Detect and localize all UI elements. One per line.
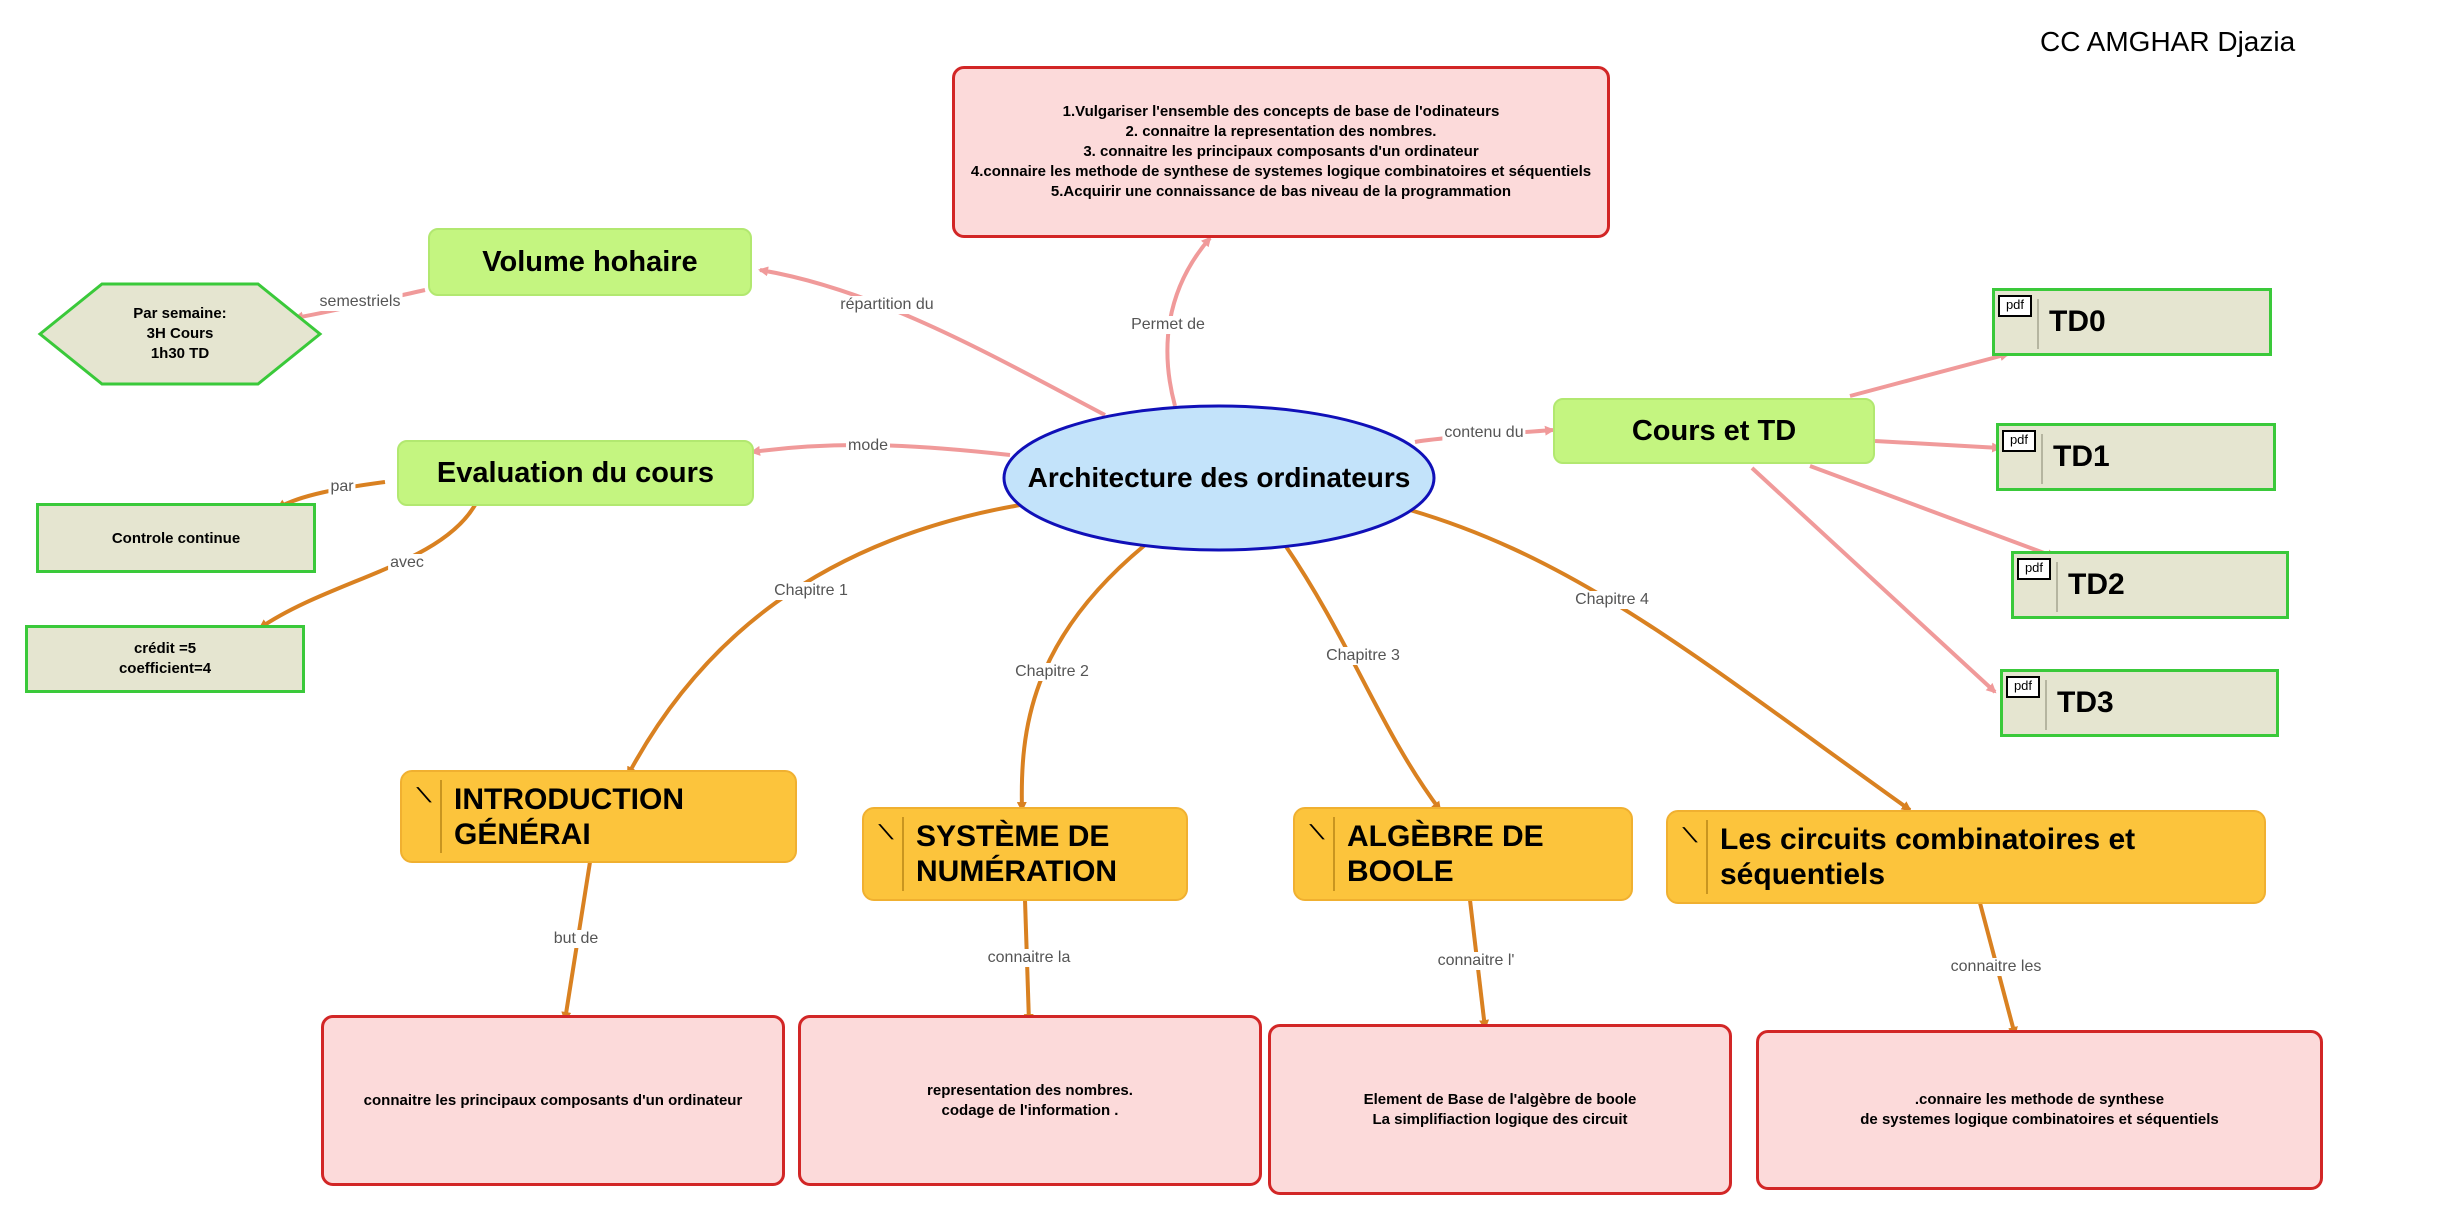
link-ch2 — [1016, 543, 1147, 812]
evaluation-node[interactable]: Evaluation du cours — [397, 440, 754, 506]
volume-detail-shape — [37, 282, 323, 386]
link-td0 — [1849, 351, 2010, 398]
td-separator — [2037, 299, 2039, 349]
link-label-ch4: Chapitre 4 — [1573, 591, 1651, 609]
link-avec — [258, 503, 477, 630]
center-node-label: Architecture des ordinateurs — [1027, 462, 1411, 493]
td1-node[interactable]: pdf TD1 — [1996, 423, 2276, 491]
chapter-separator — [440, 780, 442, 853]
chapter-2-detail-node[interactable]: representation des nombres. codage de l'… — [798, 1015, 1262, 1186]
link-label-permet: Permet de — [1129, 316, 1207, 334]
td-separator — [2045, 680, 2047, 730]
hourglass-icon: ⟍ — [417, 785, 431, 807]
link-label-ch1: Chapitre 1 — [772, 582, 850, 600]
td1-label: TD1 — [2053, 440, 2110, 473]
objectives-node[interactable]: 1.Vulgariser l'ensemble des concepts de … — [952, 66, 1610, 238]
evaluation-type-node[interactable]: Controle continue — [36, 503, 316, 573]
link-label-avec: avec — [388, 554, 426, 572]
link-label-contenu: contenu du — [1442, 424, 1526, 442]
pdf-icon: pdf — [2002, 430, 2036, 452]
volume-detail-node[interactable]: Par semaine: 3H Cours 1h30 TD — [133, 305, 227, 362]
chapter-2-title: SYSTÈME DE NUMÉRATION — [916, 820, 1118, 888]
link-td2 — [1809, 464, 2057, 559]
chapter-separator — [1706, 820, 1708, 894]
hourglass-icon: ⟍ — [1310, 822, 1324, 844]
td-separator — [2056, 562, 2058, 612]
link-label-connaitre-l: connaitre l' — [1435, 952, 1517, 970]
link-label-par: par — [328, 478, 356, 496]
evaluation-credits-node[interactable]: crédit =5 coefficient=4 — [25, 625, 305, 693]
td0-node[interactable]: pdf TD0 — [1992, 288, 2272, 356]
link-label-repartition: répartition du — [838, 296, 936, 314]
link-td1 — [1874, 439, 2002, 453]
link-ch1 — [626, 503, 1021, 777]
chapter-4-node[interactable]: ⟍ Les circuits combinatoires et séquenti… — [1666, 810, 2266, 904]
author-label: CC AMGHAR Djazia — [2040, 26, 2296, 57]
chapter-4-title: Les circuits combinatoires et séquentiel… — [1720, 823, 2136, 891]
link-label-semestriels: semestriels — [317, 293, 403, 311]
cours-td-node[interactable]: Cours et TD — [1553, 398, 1875, 464]
td3-node[interactable]: pdf TD3 — [2000, 669, 2279, 737]
chapter-3-title: ALGÈBRE DE BOOLE — [1347, 820, 1544, 888]
td0-label: TD0 — [2049, 305, 2106, 338]
link-label-but: but de — [551, 930, 601, 948]
link-repartition — [758, 266, 1106, 417]
chapter-1-node[interactable]: ⟍ INTRODUCTION GÉNÉRAI — [400, 770, 797, 863]
link-ch3 — [1283, 543, 1442, 812]
chapter-1-detail-node[interactable]: connaitre les principaux composants d'un… — [321, 1015, 785, 1186]
chapter-3-detail-node[interactable]: Element de Base de l'algèbre de boole La… — [1268, 1024, 1732, 1195]
td2-node[interactable]: pdf TD2 — [2011, 551, 2289, 619]
td3-label: TD3 — [2057, 686, 2114, 719]
hourglass-icon: ⟍ — [1683, 825, 1697, 847]
center-node[interactable]: Architecture des ordinateurs — [1004, 406, 1434, 550]
chapter-2-node[interactable]: ⟍ SYSTÈME DE NUMÉRATION — [862, 807, 1188, 901]
chapter-separator — [1333, 817, 1335, 891]
link-label-ch3: Chapitre 3 — [1324, 647, 1402, 665]
link-label-ch2: Chapitre 2 — [1013, 663, 1091, 681]
chapter-1-title: INTRODUCTION GÉNÉRAI — [454, 782, 684, 851]
pdf-icon: pdf — [1998, 295, 2032, 317]
link-ch4 — [1409, 508, 1912, 812]
pdf-icon: pdf — [2017, 558, 2051, 580]
chapter-4-detail-node[interactable]: .connaire les methode de synthese de sys… — [1756, 1030, 2323, 1190]
link-label-mode: mode — [845, 437, 891, 455]
td2-label: TD2 — [2068, 568, 2125, 601]
link-label-connaitre-les: connaitre les — [1948, 958, 2044, 976]
chapter-separator — [902, 817, 904, 891]
link-td3 — [1750, 466, 1997, 694]
td-separator — [2041, 434, 2043, 484]
hourglass-icon: ⟍ — [879, 822, 893, 844]
center-node-shape — [1002, 404, 1436, 552]
chapter-3-node[interactable]: ⟍ ALGÈBRE DE BOOLE — [1293, 807, 1633, 901]
volume-node[interactable]: Volume hohaire — [428, 228, 752, 296]
link-label-connaitre-la: connaitre la — [985, 949, 1073, 967]
pdf-icon: pdf — [2006, 676, 2040, 698]
